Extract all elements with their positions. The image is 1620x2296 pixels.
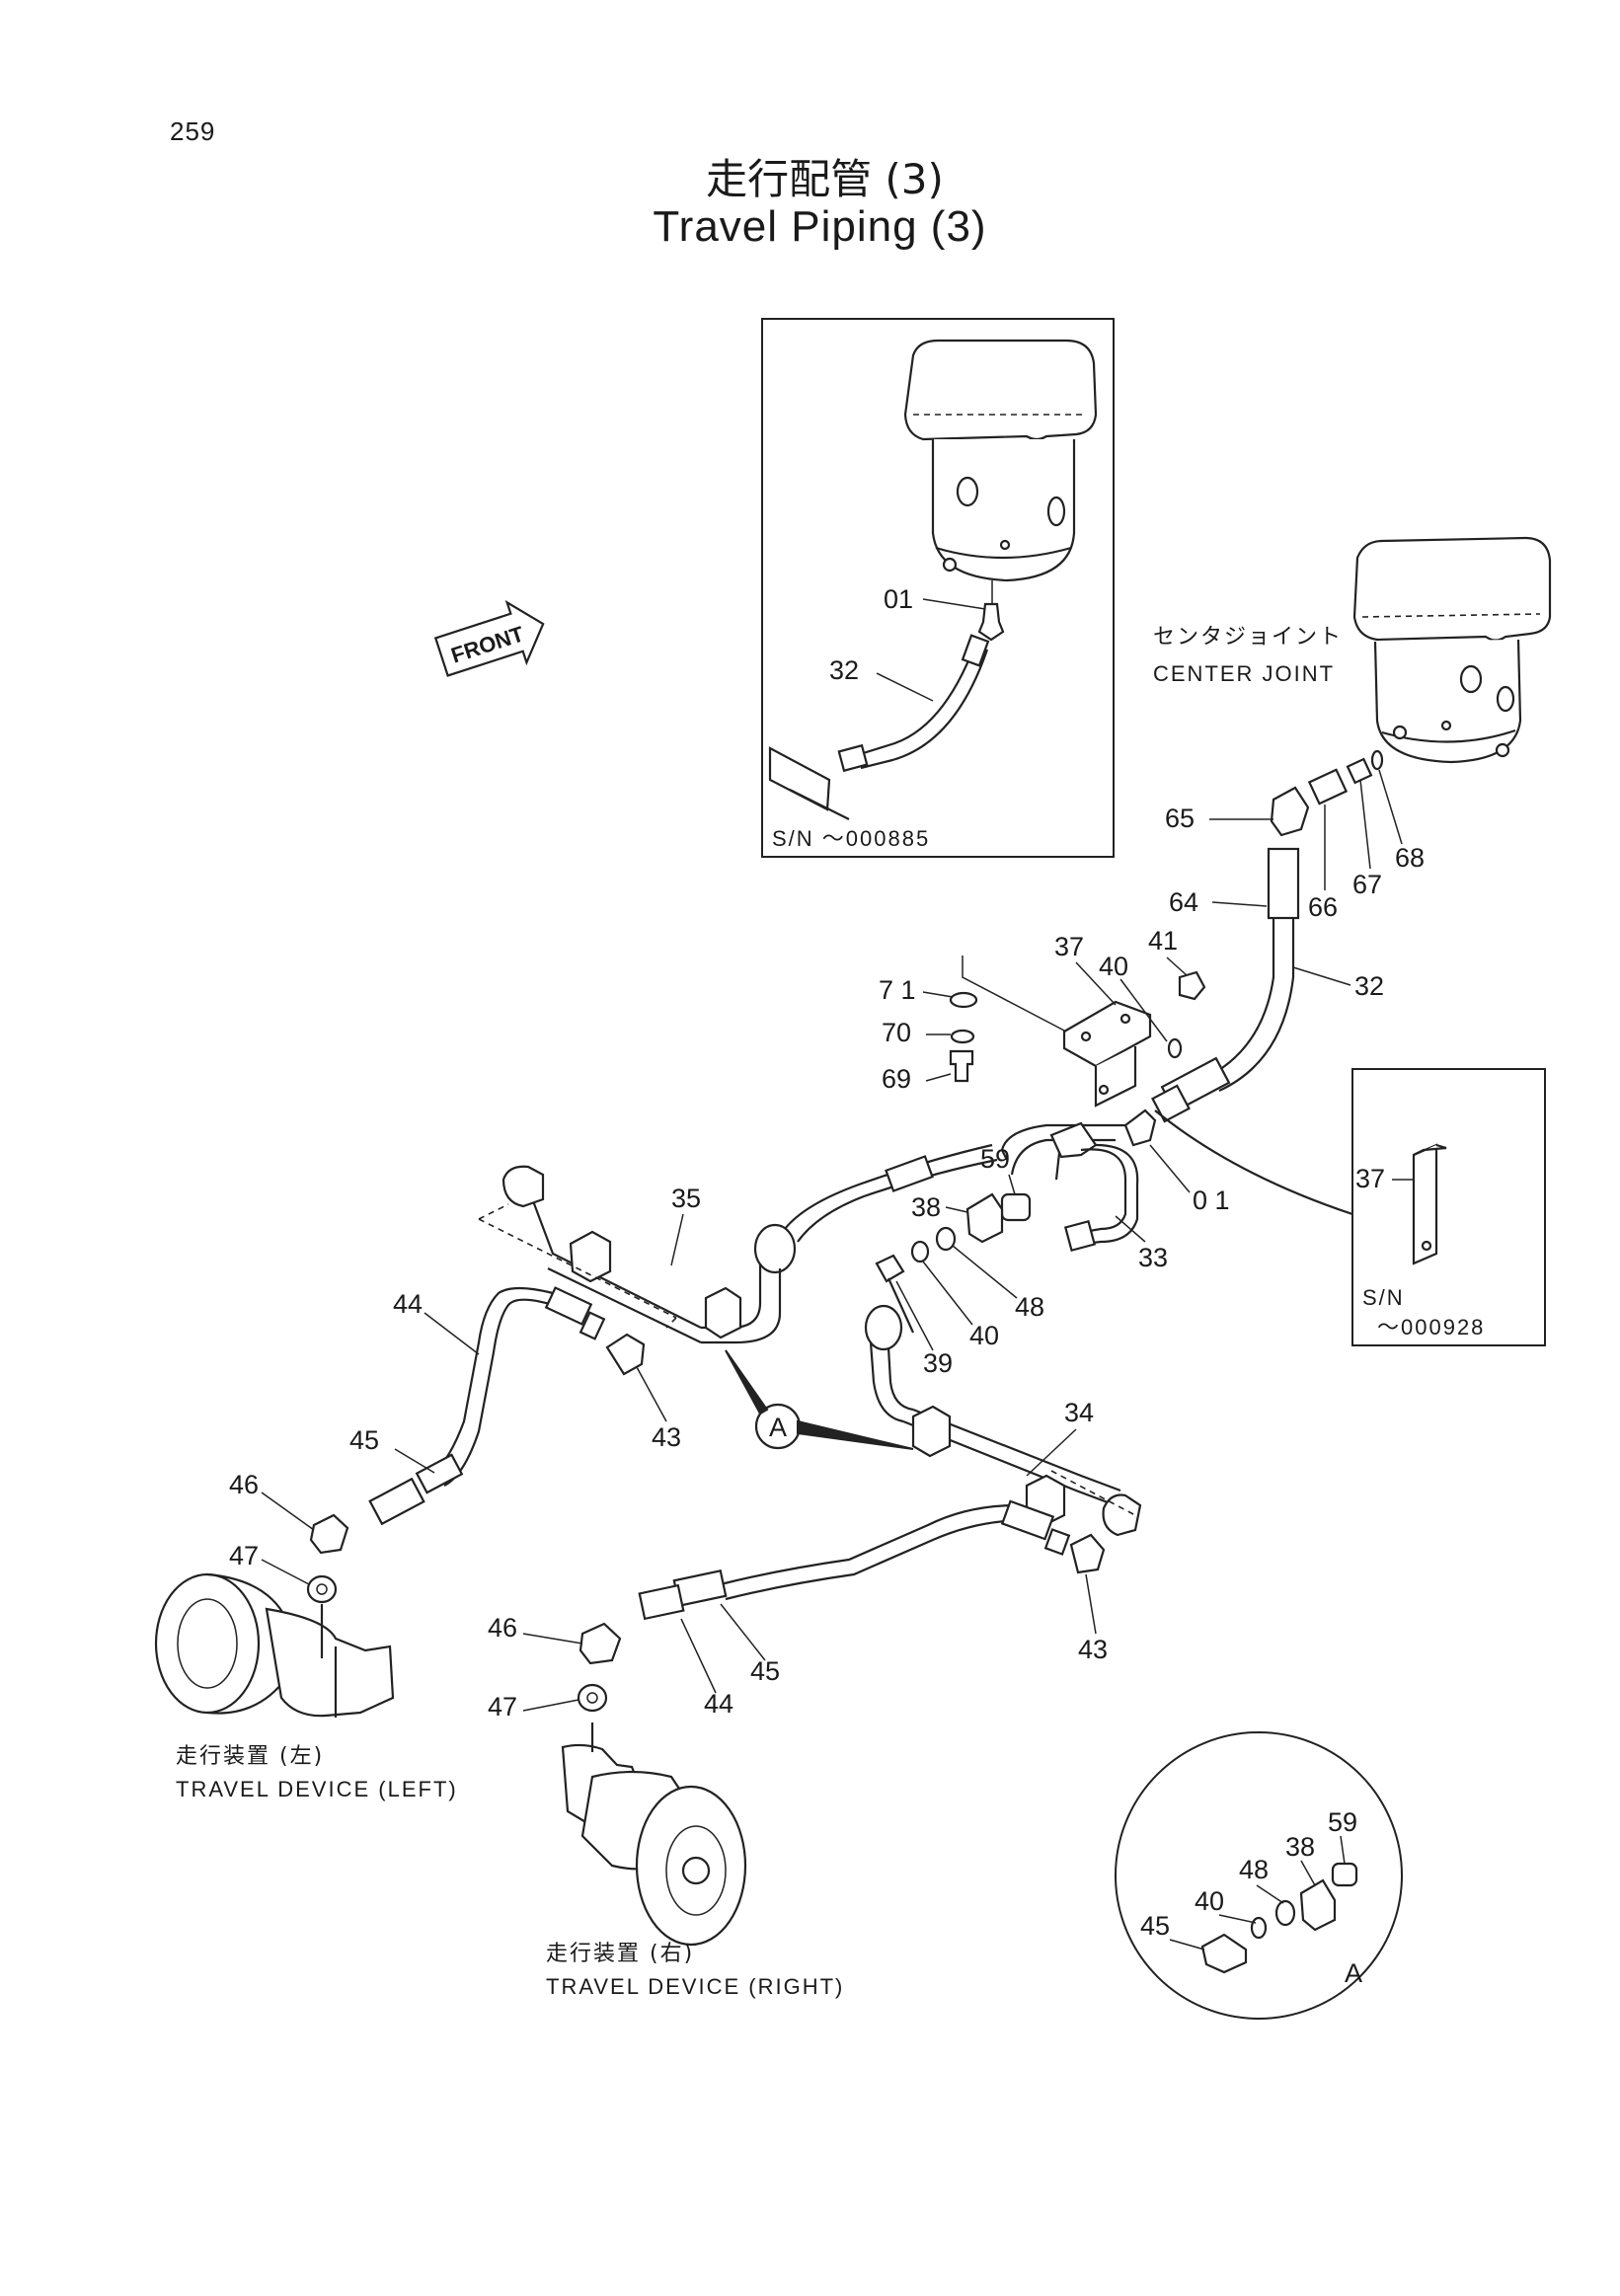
callout-33: 33 — [1138, 1243, 1168, 1272]
inset-early-serial: 01 32 S/N ～000885 — [761, 318, 1115, 858]
callout-71: 7 1 — [879, 975, 916, 1005]
lock-washer-70 — [950, 1029, 975, 1044]
inset-right-serial-1: S/N — [1362, 1285, 1405, 1310]
adapter-47-right — [577, 1683, 608, 1713]
o-ring-68 — [1370, 749, 1384, 771]
callout-37-inset: 37 — [1355, 1164, 1385, 1193]
callout-45-right: 45 — [750, 1656, 780, 1686]
inset-right-serial-2: ～000928 — [1377, 1315, 1485, 1339]
pipe-34 — [864, 1304, 1142, 1537]
callout-01: 01 — [884, 584, 913, 614]
front-arrow: FRONT — [433, 599, 545, 677]
center-joint-label-en: CENTER JOINT — [1153, 661, 1335, 686]
callout-47-right: 47 — [488, 1692, 517, 1722]
callout-40-top: 40 — [1099, 952, 1128, 981]
clamp-spacer-59 — [1000, 1192, 1032, 1222]
callout-43-left: 43 — [652, 1422, 681, 1452]
callout-70: 70 — [882, 1018, 911, 1047]
travel-device-right-drawing — [561, 1722, 747, 1947]
hose-32-main — [1151, 847, 1300, 1123]
callout-41: 41 — [1148, 926, 1178, 956]
travel-device-left-drawing — [154, 1572, 395, 1718]
callout-46-right: 46 — [488, 1613, 517, 1643]
callout-34: 34 — [1064, 1398, 1094, 1427]
detail-a-label: A — [1345, 1958, 1362, 1988]
center-joint-main — [1352, 536, 1552, 764]
callout-44-right: 44 — [704, 1689, 733, 1719]
washer-40 — [1167, 1037, 1183, 1059]
detail-callout-38: 38 — [1285, 1832, 1315, 1862]
adapter-47-left — [306, 1574, 338, 1604]
bracket-37 — [1062, 1000, 1152, 1108]
callout-44-left: 44 — [393, 1289, 423, 1319]
callout-59: 59 — [980, 1144, 1010, 1174]
callout-64: 64 — [1169, 887, 1198, 917]
pipe-44-left — [368, 1286, 606, 1526]
title-japanese: 走行配管 (3) — [706, 155, 944, 203]
callout-69: 69 — [882, 1064, 911, 1094]
callout-47-left: 47 — [229, 1541, 259, 1570]
detail-callout-48: 48 — [1239, 1855, 1269, 1884]
adapter-66 — [1307, 768, 1349, 805]
inset-right-frame — [1351, 1068, 1546, 1346]
travel-device-left-jp: 走行装置 (左) — [176, 1744, 324, 1769]
washer-48 — [935, 1226, 957, 1252]
detail-callout-45: 45 — [1140, 1911, 1170, 1941]
callout-32-inset: 32 — [829, 655, 859, 685]
elbow-43-left — [605, 1333, 646, 1376]
elbow-46-right — [579, 1622, 622, 1665]
detail-a-view: 59 38 48 40 45 A — [1115, 1731, 1403, 2020]
detail-callout-59: 59 — [1328, 1807, 1357, 1837]
inset-top-serial: S/N ～000885 — [772, 826, 930, 851]
page-number: 259 — [170, 116, 216, 146]
callout-40-b: 40 — [969, 1321, 999, 1350]
inset-bracket-variant: 37 S/N ～000928 — [1351, 1068, 1546, 1346]
elbow-46-left — [309, 1513, 349, 1555]
detail-a-marker-text: A — [769, 1413, 787, 1442]
bolt-39 — [875, 1254, 905, 1283]
callout-68: 68 — [1395, 843, 1425, 873]
fitting-01 — [977, 602, 1005, 642]
elbow-fitting-65 — [1270, 786, 1310, 837]
clamp-38 — [965, 1192, 1004, 1244]
center-joint-drawing — [903, 339, 1098, 582]
washer-40-b — [910, 1240, 930, 1263]
bolt-69 — [949, 1049, 974, 1083]
callout-37: 37 — [1054, 932, 1084, 961]
adapter-67 — [1346, 757, 1373, 785]
pipe-35 — [478, 1143, 998, 1344]
callout-66: 66 — [1308, 892, 1338, 922]
callout-65: 65 — [1165, 804, 1195, 833]
tee-fitting-01 — [1123, 1109, 1157, 1147]
washer-71 — [949, 991, 978, 1009]
elbow-43-right — [1069, 1533, 1106, 1574]
detail-callout-40: 40 — [1195, 1886, 1224, 1916]
nut-41 — [1178, 970, 1206, 1001]
inset-frame — [761, 318, 1115, 858]
callout-35: 35 — [671, 1184, 701, 1213]
callout-39: 39 — [923, 1348, 953, 1378]
callout-45-left: 45 — [349, 1425, 379, 1455]
callout-43-right: 43 — [1078, 1635, 1108, 1664]
callout-01: 0 1 — [1193, 1186, 1230, 1215]
center-joint-label-jp: センタジョイント — [1153, 625, 1343, 650]
callout-32: 32 — [1354, 971, 1384, 1001]
callout-46-left: 46 — [229, 1470, 259, 1499]
travel-device-right-jp: 走行装置 (右) — [546, 1942, 694, 1966]
callout-67: 67 — [1352, 870, 1382, 899]
callout-48: 48 — [1015, 1292, 1044, 1322]
travel-device-right-en: TRAVEL DEVICE (RIGHT) — [546, 1974, 844, 1999]
title-english: Travel Piping (3) — [653, 202, 987, 251]
travel-device-left-en: TRAVEL DEVICE (LEFT) — [176, 1777, 458, 1801]
pipe-33 — [1000, 1121, 1139, 1253]
callout-38: 38 — [911, 1192, 941, 1222]
hose-44-45-lower — [638, 1499, 1071, 1621]
